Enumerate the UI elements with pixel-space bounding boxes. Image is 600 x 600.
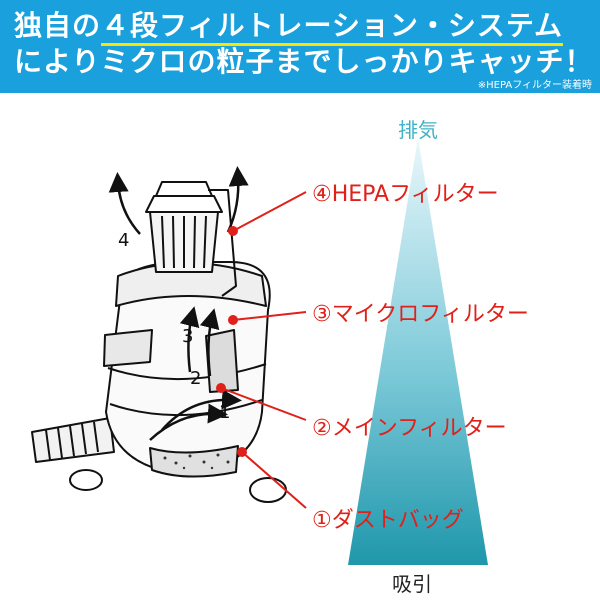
leader-line-main [220, 387, 307, 421]
intake-label: 吸引 [392, 572, 432, 596]
banner-headline-1: 独自の４段フィルトレーション・システム [14, 4, 564, 46]
stage-number-2: 2 [190, 368, 201, 389]
callout-micro-filter: ③マイクロフィルター [312, 302, 529, 327]
stage-number-3: 3 [182, 326, 193, 347]
callout-dust-bag: ①ダストバッグ [312, 508, 464, 533]
banner-headline-prefix: 独自の [14, 9, 102, 42]
leader-dot-hepa [228, 226, 238, 236]
airflow-arrow [348, 138, 488, 565]
leader-line-bag [241, 451, 307, 509]
stage-number-4: 4 [118, 230, 129, 251]
leader-dot-bag [237, 447, 247, 457]
banner-headline-2: によりミクロの粒子までしっかりキャッチ！ [14, 45, 594, 78]
dust-particles [163, 453, 230, 470]
header-banner: 独自の４段フィルトレーション・システム によりミクロの粒子までしっかりキャッチ！… [0, 0, 600, 93]
leader-line-micro [232, 311, 307, 321]
leader-dot-main [216, 383, 226, 393]
vacuum-illustration [31, 181, 287, 503]
exhaust-label: 排気 [398, 118, 438, 142]
callout-hepa-filter: ④HEPAフィルター [312, 182, 499, 207]
leader-line-hepa [232, 191, 307, 232]
callout-main-filter: ②メインフィルター [312, 416, 507, 441]
banner-footnote: ※HEPAフィルター装着時 [477, 80, 592, 91]
stage-number-1: 1 [219, 402, 230, 423]
leader-dot-micro [228, 315, 238, 325]
banner-headline-highlight: ４段フィルトレーション・システム [101, 9, 564, 46]
